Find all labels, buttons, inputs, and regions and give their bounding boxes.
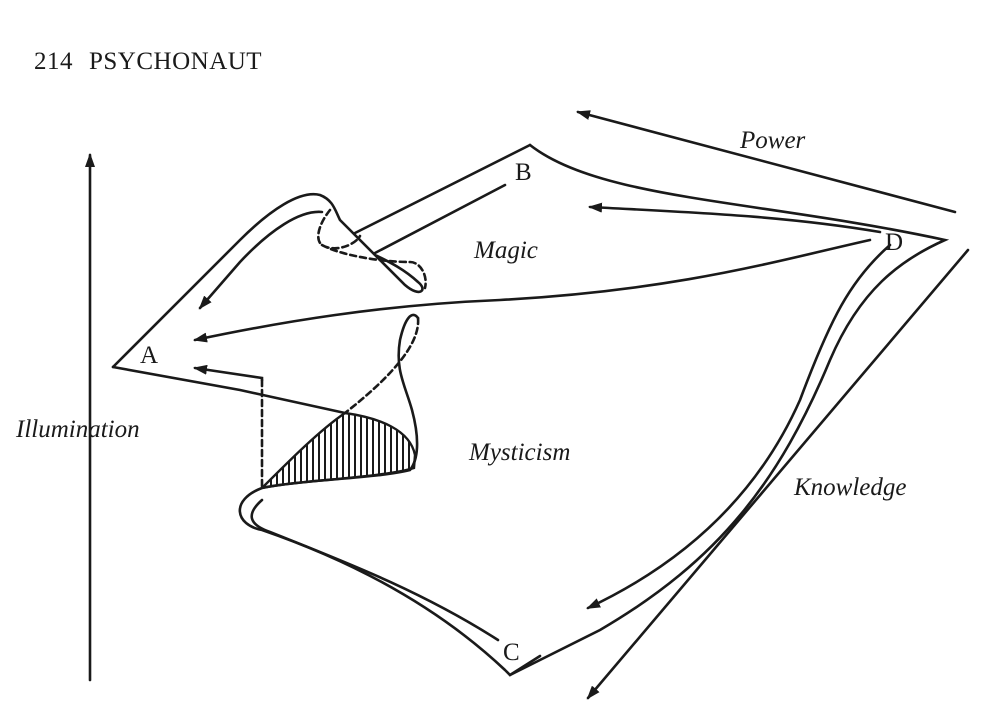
upper-fold-outer [111, 192, 424, 369]
magic-label: Magic [473, 237, 538, 264]
page-number: 214 [34, 48, 73, 75]
sheet-edge-b-top [353, 143, 532, 235]
lower-fold-solid [238, 313, 542, 677]
track-d-c [586, 243, 892, 610]
vertex-a-label: A [140, 342, 158, 369]
vertex-c-label: C [503, 639, 520, 666]
mysticism-hatched-region [258, 411, 417, 491]
knowledge-arrow [586, 248, 970, 700]
track-b-magic [373, 183, 507, 255]
track-d-b [588, 202, 882, 234]
running-title: PSYCHONAUT [89, 48, 263, 75]
power-label: Power [739, 127, 806, 154]
mysticism-label: Mysticism [468, 439, 570, 466]
upper-fold-hidden [316, 208, 427, 290]
power-arrow [576, 110, 957, 214]
track-mysticism-c [250, 498, 500, 642]
vertex-b-label: B [515, 159, 532, 186]
illumination-label: Illumination [15, 416, 140, 443]
track-d-a [193, 238, 872, 343]
lower-fold-hidden [343, 316, 420, 415]
knowledge-label: Knowledge [793, 474, 907, 501]
page-header: 214 PSYCHONAUT [34, 48, 278, 76]
track-mysticism-a [193, 364, 264, 382]
vertex-d-label: D [885, 229, 903, 256]
track-magic-a [198, 210, 324, 310]
sheet-edge-b-d-c [508, 143, 950, 677]
sheet-edge-a-bottom [111, 365, 347, 415]
